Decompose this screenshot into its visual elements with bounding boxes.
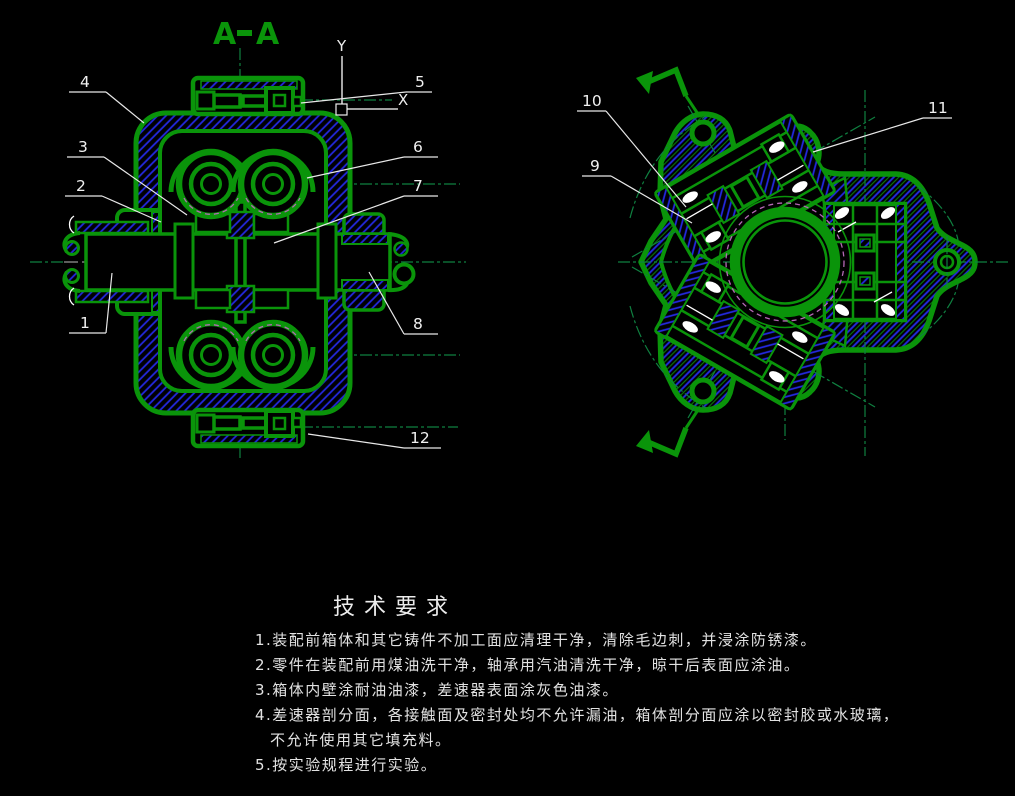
bolt-dot bbox=[792, 331, 808, 343]
callout-4: 4 bbox=[69, 73, 145, 124]
bolt-dot bbox=[682, 191, 698, 203]
ucs-x-label: X bbox=[398, 91, 408, 109]
bolt-dot bbox=[769, 141, 785, 153]
tech-line-4: 4.差速器剖分面，各接触面及密封处均不允许漏油，箱体剖分面应涂以密封胶或水玻璃， bbox=[255, 706, 899, 724]
callout-9: 9 bbox=[582, 157, 693, 224]
svg-text:6: 6 bbox=[413, 138, 423, 156]
bolt-dot bbox=[705, 231, 721, 243]
top-bolt-boss bbox=[190, 75, 306, 117]
tech-line-1: 1.装配前箱体和其它铸件不加工面应清理干净，清除毛边刺，并浸涂防锈漆。 bbox=[255, 631, 817, 649]
svg-text:3: 3 bbox=[78, 138, 88, 156]
tech-line-5: 5.按实验规程进行实验。 bbox=[255, 756, 437, 774]
svg-text:11: 11 bbox=[928, 99, 948, 117]
lug-hole bbox=[689, 119, 717, 147]
svg-text:5: 5 bbox=[415, 73, 425, 91]
part-callouts: 1 2 3 4 5 6 7 8 bbox=[65, 73, 952, 449]
center-bore bbox=[718, 195, 852, 329]
tech-line-4b: 不允许使用其它填充料。 bbox=[270, 731, 452, 749]
tech-title: 技术要求 bbox=[333, 595, 457, 620]
ucs-icon: Y X bbox=[335, 37, 408, 116]
bolt-dot bbox=[769, 371, 785, 383]
bolt-dot bbox=[834, 304, 850, 316]
lug-hole bbox=[689, 377, 717, 405]
bolt-dot bbox=[880, 304, 896, 316]
section-letter-left: A bbox=[213, 17, 237, 52]
tech-requirements: 技术要求 1.装配前箱体和其它铸件不加工面应清理干净，清除毛边刺，并浸涂防锈漆。… bbox=[255, 595, 899, 774]
break-line bbox=[68, 287, 75, 306]
left-view bbox=[30, 48, 466, 458]
callout-7: 7 bbox=[273, 177, 438, 244]
svg-text:10: 10 bbox=[582, 92, 602, 110]
bolt-dot bbox=[682, 321, 698, 333]
callout-1: 1 bbox=[69, 272, 113, 334]
callout-3: 3 bbox=[67, 138, 188, 216]
right-view bbox=[618, 66, 1008, 458]
callout-11: 11 bbox=[812, 99, 952, 153]
section-cut-arrow-bottom bbox=[636, 406, 702, 458]
svg-text:7: 7 bbox=[413, 177, 423, 195]
svg-text:4: 4 bbox=[80, 73, 90, 91]
lower-case-flange bbox=[654, 253, 836, 411]
section-letter-right: A bbox=[256, 17, 280, 52]
tech-line-2: 2.零件在装配前用煤油洗干净，轴承用汽油清洗干净，晾干后表面应涂油。 bbox=[255, 656, 800, 674]
svg-text:8: 8 bbox=[413, 315, 423, 333]
callout-6: 6 bbox=[306, 138, 438, 179]
bearing bbox=[230, 148, 316, 220]
callout-8: 8 bbox=[368, 271, 438, 335]
svg-text:12: 12 bbox=[410, 429, 430, 447]
svg-text:2: 2 bbox=[76, 177, 86, 195]
bearings bbox=[168, 148, 316, 391]
ucs-y-label: Y bbox=[336, 37, 347, 55]
tech-line-3: 3.箱体内壁涂耐油油漆，差速器表面涂灰色油漆。 bbox=[255, 681, 619, 699]
break-line bbox=[68, 215, 75, 234]
bearing bbox=[230, 319, 316, 391]
svg-text:9: 9 bbox=[590, 157, 600, 175]
callout-5: 5 bbox=[300, 73, 432, 104]
bottom-bolt-boss bbox=[190, 407, 306, 449]
bolt-dot bbox=[834, 207, 850, 219]
bolt-dot bbox=[792, 181, 808, 193]
section-dash bbox=[237, 30, 252, 36]
section-marker: A A bbox=[213, 17, 280, 52]
callout-10: 10 bbox=[577, 92, 687, 208]
bolt-dot bbox=[880, 207, 896, 219]
bolt-dot bbox=[705, 281, 721, 293]
svg-text:1: 1 bbox=[80, 314, 90, 332]
section-cut-arrow-top bbox=[636, 66, 702, 118]
ucs-origin-box bbox=[335, 103, 348, 116]
callout-2: 2 bbox=[65, 177, 162, 223]
callout-12: 12 bbox=[307, 429, 441, 449]
